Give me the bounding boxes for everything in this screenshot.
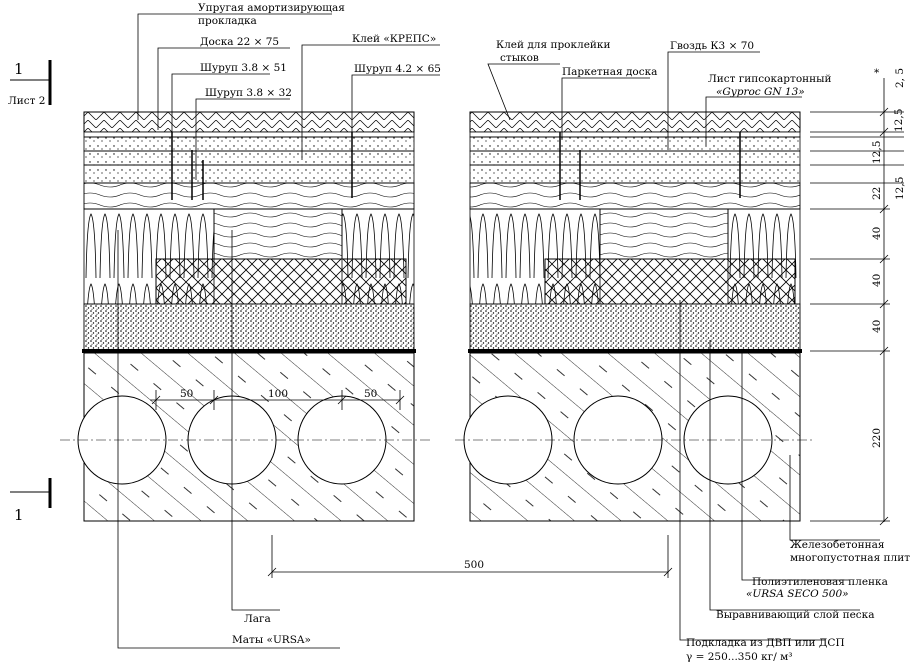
dim-12-5-b: 12,5	[871, 141, 883, 164]
dim-vertical	[810, 78, 904, 526]
dim-12-5-a: 12,5	[893, 109, 905, 132]
bottom-leaders	[117, 230, 880, 649]
dim-220: 220	[871, 428, 883, 448]
dim-40-a: 40	[871, 227, 883, 240]
label-board: Доска 22 × 75	[200, 36, 279, 48]
dim-50-left: 50	[180, 388, 193, 400]
section-mark-bottom: 1	[10, 478, 52, 524]
dim-100: 100	[268, 388, 288, 400]
dim-22: 22	[871, 187, 883, 200]
left-section	[60, 111, 430, 522]
section-mark-top-label: 1	[14, 60, 24, 78]
label-parquet: Паркетная доска	[562, 66, 657, 78]
label-film: Полиэтиленовая пленка	[752, 576, 888, 588]
section-mark-top: 1 Лист 2	[8, 60, 52, 107]
left-leaders	[137, 13, 440, 180]
dim-500: 500	[464, 559, 484, 571]
label-glue-kreps: Клей «КРЕПС»	[352, 33, 436, 45]
label-film-brand: «URSA SECO 500»	[746, 588, 849, 600]
label-screw-32: Шуруп 3.8 × 32	[205, 87, 292, 99]
label-pad-density: γ = 250...350 кг/ м³	[686, 651, 793, 663]
label-nail: Гвоздь К3 × 70	[670, 40, 754, 52]
dim-40-c: 40	[871, 320, 883, 333]
dim-12-5-c: 12,5	[894, 177, 906, 200]
label-gypsum-brand: «Gyproc GN 13»	[716, 86, 805, 98]
dim-horizontal-bottom	[267, 535, 673, 578]
label-mats: Маты «URSA»	[232, 634, 311, 646]
label-elastic-pad-2: прокладка	[198, 15, 257, 27]
label-gypsum: Лист гипсокартонный	[708, 73, 832, 85]
sheet-ref-label: Лист 2	[8, 95, 45, 107]
label-sand: Выравнивающий слой песка	[716, 609, 875, 621]
label-pad: Подкладка из ДВП или ДСП	[686, 637, 845, 649]
label-screw-51: Шуруп 3.8 × 51	[200, 62, 287, 74]
dim-2-5: 2, 5	[894, 68, 906, 88]
dim-horizontal-top	[150, 390, 405, 410]
label-joint-glue-2: стыков	[500, 52, 539, 64]
label-joint-glue: Клей для проклейки	[496, 39, 611, 51]
label-joist: Лага	[244, 613, 271, 625]
dim-50-right: 50	[364, 388, 377, 400]
label-elastic-pad: Упругая амортизирующая	[198, 2, 345, 14]
right-section	[455, 111, 815, 522]
label-slab-2: многопустотная плита	[790, 552, 910, 564]
dim-star: *	[874, 67, 880, 79]
label-slab: Железобетонная	[790, 539, 885, 551]
label-screw-65: Шуруп 4.2 × 65	[354, 63, 441, 75]
right-leaders	[487, 51, 802, 150]
dim-40-b: 40	[871, 274, 883, 287]
section-mark-bottom-label: 1	[14, 506, 24, 524]
